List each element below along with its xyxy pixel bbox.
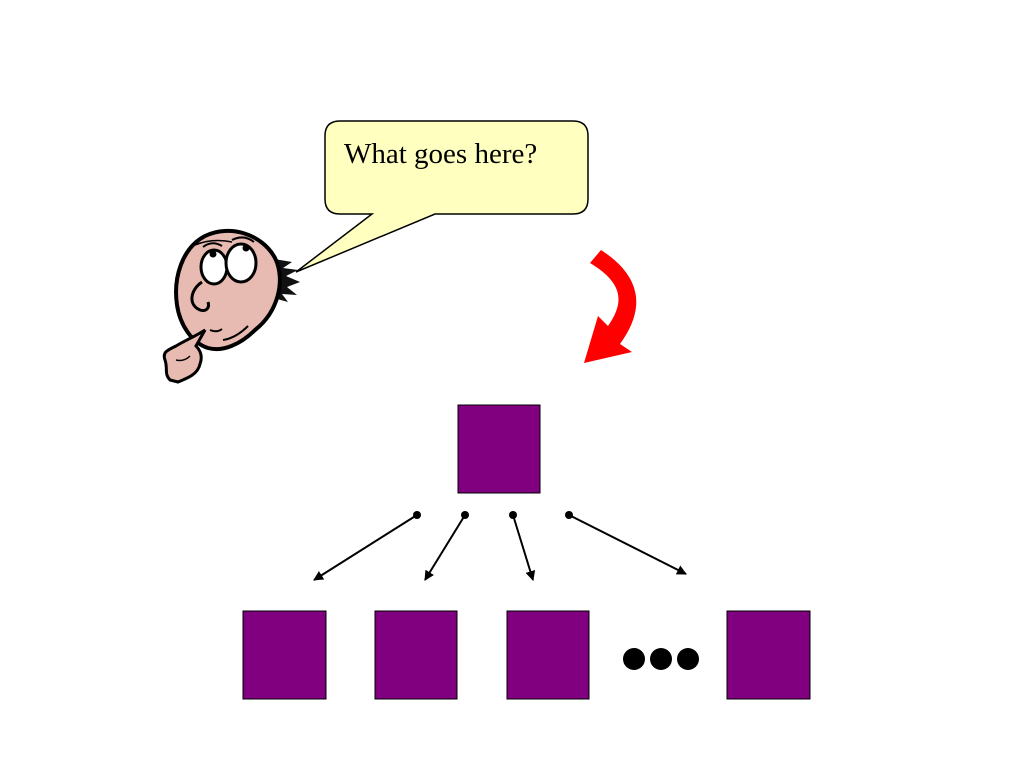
edge-arrow (424, 514, 466, 581)
child-node-2 (374, 610, 458, 700)
left-pupil (209, 250, 217, 258)
mouth (209, 328, 223, 333)
head (174, 228, 282, 351)
ellipsis-dot (623, 648, 645, 670)
hand (162, 328, 207, 384)
ellipsis-dot (677, 648, 699, 670)
speech-bubble-shape (295, 120, 589, 273)
curved-down-arrow-icon (584, 250, 637, 363)
right-pupil (242, 244, 250, 252)
child-node-1 (242, 610, 327, 700)
jaw-line (222, 325, 249, 341)
tree-diagram (242, 404, 811, 700)
child-node-last (726, 610, 811, 700)
speech-bubble: What goes here? (295, 120, 589, 273)
speech-bubble-text: What goes here? (344, 138, 537, 170)
edge-arrow (512, 514, 536, 581)
finger-crease (175, 355, 191, 362)
left-brow (202, 242, 223, 248)
red-arrow-shape (584, 250, 637, 363)
nose (190, 280, 210, 312)
ellipsis-icon (623, 648, 699, 670)
edge-arrow (568, 514, 687, 575)
child-node-3 (506, 610, 590, 700)
edge-arrow (313, 514, 418, 581)
root-node (457, 404, 541, 494)
ellipsis-dot (650, 648, 672, 670)
right-eye (224, 242, 258, 284)
forehead-line (194, 239, 233, 246)
thinking-man-icon (162, 228, 300, 384)
right-brow (231, 236, 255, 243)
